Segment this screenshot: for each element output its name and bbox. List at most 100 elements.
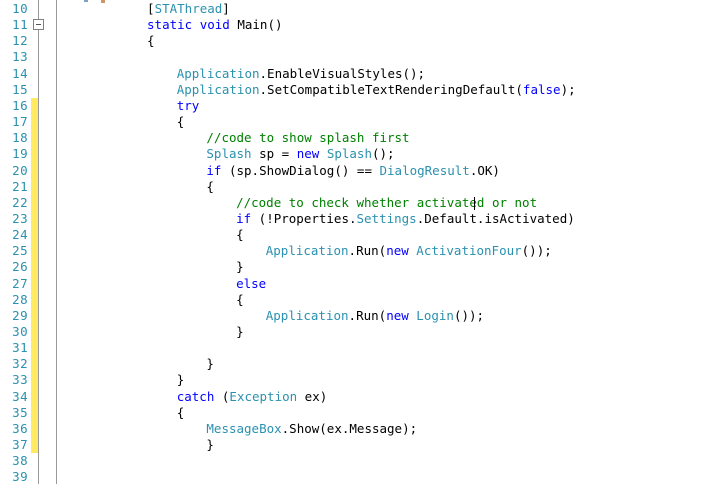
code-line[interactable]: 21{ [0, 179, 721, 195]
code-line-text[interactable]: { [177, 405, 185, 421]
line-number: 35 [12, 404, 28, 420]
code-line-text[interactable]: { [147, 33, 155, 49]
code-line[interactable]: 10[STAThread] [0, 1, 721, 17]
code-line[interactable]: 14 Application.EnableVisualStyles(); [0, 66, 721, 82]
code-line[interactable]: 22//code to check whether activated or n… [0, 195, 721, 211]
code-line[interactable]: 30} [0, 324, 721, 340]
code-token-pln: } [236, 259, 244, 275]
code-token-kw: if [236, 210, 252, 226]
code-line-text[interactable]: if (!Properties.Settings.Default.isActiv… [236, 211, 575, 227]
code-token-cmt: //code to check whether activated or not [236, 194, 538, 210]
code-line[interactable]: 31 [0, 340, 721, 356]
fold-toggle-icon[interactable] [33, 19, 44, 31]
code-token-typ: Application [265, 307, 349, 323]
code-line[interactable]: 17 { [0, 114, 721, 130]
fold-margin-rail [38, 0, 39, 484]
code-line-text[interactable]: { [236, 227, 244, 243]
line-number: 17 [12, 114, 28, 130]
code-token-kw: new [386, 243, 409, 259]
code-line-text[interactable]: try [177, 98, 200, 114]
code-line[interactable]: 38 [0, 453, 721, 469]
line-number: 18 [12, 130, 28, 146]
code-line-text[interactable]: //code to check whether activated or not [236, 195, 537, 211]
code-line[interactable]: 33} [0, 372, 721, 388]
code-token-pln: ] [222, 1, 230, 16]
code-token-kw: new [296, 146, 320, 162]
code-line-text[interactable]: { [177, 114, 185, 130]
code-line-text[interactable]: [STAThread] [147, 1, 230, 17]
code-token-pln: .Run( [348, 243, 387, 259]
code-line[interactable]: 16 try [0, 98, 721, 114]
code-token-cmt: //code to show splash first [206, 130, 410, 146]
code-line-text[interactable]: static void Main() [147, 17, 282, 33]
code-token-pln: } [206, 356, 214, 372]
code-line-text[interactable]: { [206, 179, 214, 195]
code-line-text[interactable]: } [236, 324, 244, 340]
line-number: 14 [12, 65, 28, 81]
line-number: 38 [12, 453, 28, 469]
code-line[interactable]: 18 //code to show splash first [0, 130, 721, 146]
code-token-pln: { [147, 33, 155, 49]
code-line-text[interactable]: } [236, 259, 244, 275]
code-line-text[interactable]: Application.Run(new ActivationFour()); [266, 243, 552, 259]
code-token-pln: { [206, 178, 214, 194]
code-line-text[interactable]: } [206, 356, 214, 372]
code-line[interactable]: 35 { [0, 405, 721, 421]
code-token-typ: Splash [326, 146, 372, 162]
line-number: 19 [12, 146, 28, 162]
line-number: 28 [12, 291, 28, 307]
code-line[interactable]: 28 { [0, 292, 721, 308]
code-line-text[interactable]: Application.EnableVisualStyles(); [177, 66, 425, 82]
code-token-kw: try [176, 97, 200, 113]
code-line-text[interactable]: //code to show splash first [206, 130, 409, 146]
code-line[interactable]: 32} [0, 356, 721, 372]
code-token-pln: ); [560, 81, 576, 97]
code-line[interactable]: 37} [0, 437, 721, 453]
code-line[interactable]: 39 [0, 469, 721, 484]
code-token-pln [319, 146, 327, 161]
code-line-text[interactable]: } [206, 437, 214, 453]
code-line-text[interactable]: Application.Run(new Login()); [266, 308, 484, 324]
code-token-pln: .SetCompatibleTextRenderingDefault( [259, 81, 523, 97]
code-token-kw: else [236, 275, 267, 291]
code-line-text[interactable]: Application.SetCompatibleTextRenderingDe… [177, 82, 576, 98]
line-number: 33 [12, 372, 28, 388]
code-line-text[interactable]: Splash sp = new Splash(); [206, 146, 394, 162]
code-line[interactable]: 23 if (!Properties.Settings.Default.isAct… [0, 211, 721, 227]
code-token-pln: (!Properties. [251, 210, 357, 226]
code-token-pln: ex) [297, 388, 328, 404]
line-number: 16 [12, 97, 28, 113]
code-line-text[interactable]: catch (Exception ex) [177, 389, 328, 405]
code-token-typ: Application [176, 65, 260, 81]
code-line-text[interactable]: { [236, 292, 244, 308]
line-number: 26 [12, 259, 28, 275]
line-number: 31 [12, 340, 28, 356]
clipped-glyph-top-secondary [101, 0, 105, 3]
code-token-pln: } [176, 372, 185, 388]
unsaved-changes-bar [31, 97, 39, 454]
line-number: 37 [12, 437, 28, 453]
code-token-typ: STAThread [154, 1, 223, 16]
code-line-text[interactable]: if (sp.ShowDialog() == DialogResult.OK) [206, 163, 500, 179]
code-line[interactable]: 26} [0, 259, 721, 275]
code-line[interactable]: 13 [0, 49, 721, 65]
code-token-pln: sp = [251, 146, 297, 162]
code-line-text[interactable]: else [236, 276, 266, 292]
code-token-kw: static [147, 17, 193, 33]
line-number: 23 [12, 210, 28, 226]
code-line-text[interactable]: } [177, 372, 185, 388]
code-line[interactable]: 24{ [0, 227, 721, 243]
code-line[interactable]: 19 Splash sp = new Splash(); [0, 146, 721, 162]
code-line-text[interactable]: MessageBox.Show(ex.Message); [206, 421, 417, 437]
code-token-pln: { [176, 114, 185, 130]
code-line[interactable]: 12{ [0, 33, 721, 49]
